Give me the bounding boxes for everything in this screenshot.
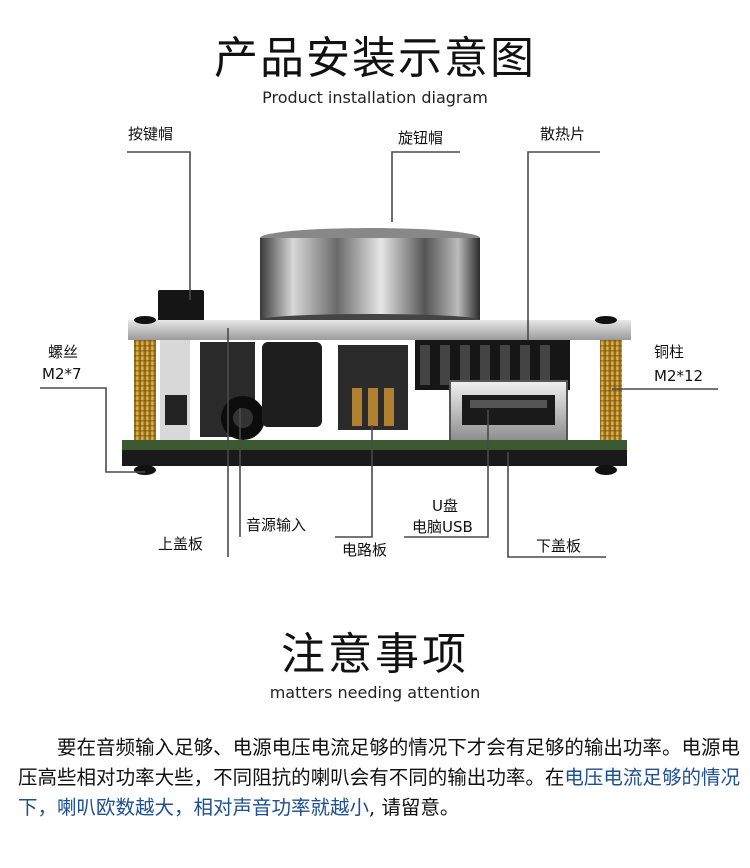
label-screw: 螺丝 [48, 343, 79, 361]
notice-text-1: 要在音频输入足够、电源电压电流足够的情况下才会有足够的输出功率。电源电压高些相对… [18, 736, 740, 789]
notice-paragraph: 要在音频输入足够、电源电压电流足够的情况下才会有足够的输出功率。电源电压高些相对… [18, 733, 740, 823]
usb-port [449, 380, 568, 442]
top-cover-plate [128, 316, 631, 340]
label-screw-spec: M2*7 [42, 365, 82, 383]
brass-pillar-right [600, 340, 622, 442]
product-photo [122, 228, 631, 475]
label-copper-pillar-spec: M2*12 [654, 367, 704, 385]
leader-lines [40, 151, 718, 558]
page-title-en: Product installation diagram [262, 88, 488, 107]
notice-title-cn: 注意事项 [281, 629, 469, 680]
page-title-cn: 产品安装示意图 [214, 33, 536, 84]
label-usb-line1: U盘 [432, 497, 458, 515]
label-heatsink: 散热片 [540, 125, 586, 143]
pcb-components [160, 340, 570, 440]
label-circuit-board: 电路板 [342, 541, 388, 559]
brass-pillar-left [134, 340, 156, 442]
label-usb-line2: 电脑USB [412, 518, 473, 536]
label-copper-pillar: 铜柱 [654, 343, 685, 361]
knob-cap [260, 228, 480, 326]
notice-title-en: matters needing attention [269, 683, 481, 702]
notice-highlight: 电压电流足够的情况下，喇叭欧数越大，相对声音功率就越小 [18, 766, 740, 819]
label-button-cap: 按键帽 [128, 125, 174, 143]
label-knob-cap: 旋钮帽 [398, 129, 444, 147]
label-bottom-cover: 下盖板 [536, 537, 582, 555]
circuit-board-edge [122, 440, 627, 450]
label-audio-input: 音源输入 [246, 516, 307, 534]
label-top-cover: 上盖板 [158, 535, 204, 553]
notice-text-2: , 请留意。 [369, 796, 460, 819]
